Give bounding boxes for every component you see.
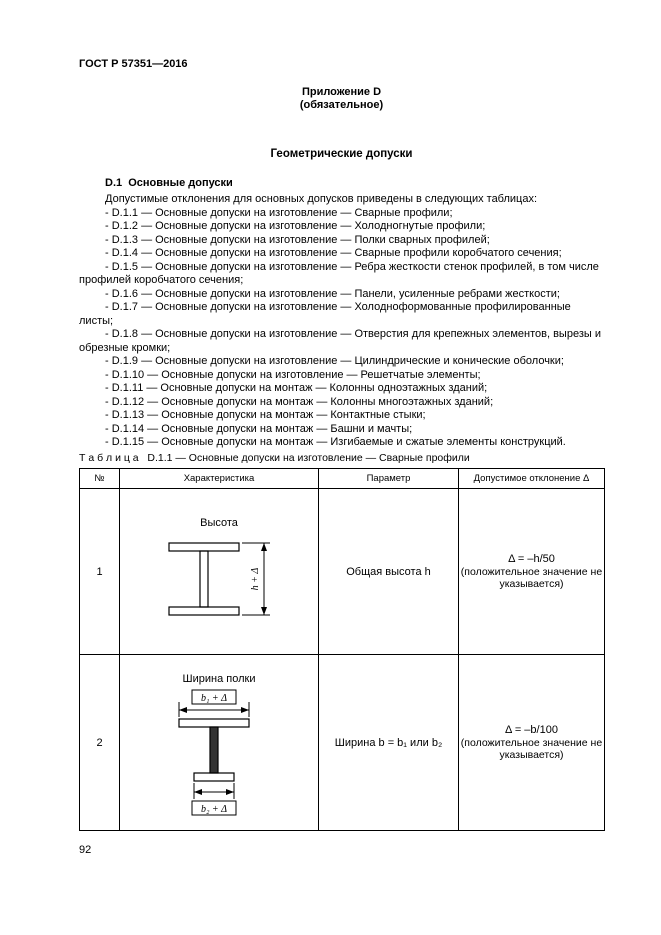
b1-dim-label: b₁ + Δ bbox=[201, 693, 227, 704]
dim-arrow-left bbox=[179, 707, 187, 713]
table-row: 2 Ширина полки bbox=[79, 654, 605, 831]
top-flange bbox=[178, 718, 250, 728]
list-item: - D.1.11 — Основные допуски на монтаж — … bbox=[105, 382, 488, 394]
header-parameter: Параметр bbox=[318, 468, 459, 489]
ibeam-width-diagram: b₁ + Δ b₂ + Δ bbox=[178, 689, 250, 816]
list-item: - D.1.5 — Основные допуски на изготовлен… bbox=[79, 260, 599, 287]
dim-arrow-left bbox=[194, 789, 202, 795]
list-item: - D.1.2 — Основные допуски на изготовлен… bbox=[105, 220, 486, 232]
list-item: - D.1.12 — Основные допуски на монтаж — … bbox=[105, 395, 494, 408]
dim-arrow-up bbox=[261, 543, 267, 551]
cell-num: 1 bbox=[79, 488, 120, 655]
cell-characteristic: Ширина полки bbox=[119, 654, 319, 831]
list-item: - D.1.10 — Основные допуски на изготовле… bbox=[105, 368, 481, 381]
list-item: - D.1.14 — Основные допуски на монтаж — … bbox=[105, 422, 413, 435]
doc-number: ГОСТ Р 57351—2016 bbox=[79, 58, 188, 70]
appendix-heading: Приложение D (обязательное) bbox=[79, 86, 604, 112]
bottom-flange bbox=[168, 606, 240, 616]
cell-num: 2 bbox=[79, 654, 120, 831]
web bbox=[199, 550, 209, 608]
body-text: Допустимые отклонения для основных допус… bbox=[79, 193, 604, 450]
ibeam-height-diagram: h + Δ bbox=[168, 542, 270, 616]
cell-tolerance: Δ = –b/100 (положительное значение не ук… bbox=[458, 654, 605, 831]
height-dim-label: h + Δ bbox=[250, 568, 261, 591]
table-row: 1 Высота bbox=[79, 488, 605, 655]
table-header-row: № Характеристика Параметр Допустимое отк… bbox=[79, 468, 605, 489]
list-item: - D.1.7 — Основные допуски на изготовлен… bbox=[79, 301, 571, 327]
characteristic-label: Ширина полки bbox=[182, 673, 256, 685]
tolerance-table: № Характеристика Параметр Допустимое отк… bbox=[79, 468, 605, 831]
header-num: № bbox=[79, 468, 120, 489]
tolerance-note: (положительное значение не указывается) bbox=[460, 565, 603, 591]
b2-label-box bbox=[191, 800, 237, 816]
top-flange bbox=[168, 542, 240, 552]
list-item: - D.1.1 — Основные допуски на изготовлен… bbox=[105, 206, 453, 219]
cell-parameter: Общая высота h bbox=[318, 488, 459, 655]
b2-dim-label: b₂ + Δ bbox=[201, 804, 227, 815]
list-item: - D.1.8 — Основные допуски на изготовлен… bbox=[79, 328, 601, 354]
list-item: - D.1.3 — Основные допуски на изготовлен… bbox=[105, 233, 490, 246]
web bbox=[209, 726, 219, 774]
dim-arrow-right bbox=[226, 789, 234, 795]
list-item: - D.1.4 — Основные допуски на изготовлен… bbox=[105, 247, 562, 259]
b1-label-box bbox=[191, 689, 237, 705]
intro-paragraph: Допустимые отклонения для основных допус… bbox=[105, 193, 538, 205]
subsection-title: D.1 Основные допуски bbox=[105, 177, 233, 189]
tolerance-formula: Δ = –h/50 bbox=[508, 552, 555, 565]
tolerance-note: (положительное значение не указывается) bbox=[460, 736, 603, 762]
appendix-title: Приложение D bbox=[301, 86, 382, 98]
header-tolerance: Допустимое отклонение Δ bbox=[458, 468, 605, 489]
page-number: 92 bbox=[79, 844, 92, 856]
characteristic-label: Высота bbox=[200, 517, 238, 529]
list-item: - D.1.9 — Основные допуски на изготовлен… bbox=[105, 355, 564, 367]
cell-tolerance: Δ = –h/50 (положительное значение не ука… bbox=[458, 488, 605, 655]
tolerance-formula: Δ = –b/100 bbox=[505, 723, 558, 736]
list-item: - D.1.6 — Основные допуски на изготовлен… bbox=[105, 287, 560, 300]
table-caption: Т а б л и ц а D.1.1 — Основные допуски н… bbox=[79, 452, 470, 464]
cell-parameter: Ширина b = b₁ или b₂ bbox=[318, 654, 459, 831]
bottom-flange bbox=[193, 772, 235, 782]
page-title: Геометрические допуски bbox=[270, 148, 413, 160]
dim-arrow-right bbox=[241, 707, 249, 713]
dim-arrow-down bbox=[261, 607, 267, 615]
appendix-subtitle: (обязательное) bbox=[299, 99, 384, 111]
header-characteristic: Характеристика bbox=[119, 468, 319, 489]
list-item: - D.1.15 — Основные допуски на монтаж — … bbox=[105, 436, 566, 448]
cell-characteristic: Высота h bbox=[119, 488, 319, 655]
list-item: - D.1.13 — Основные допуски на монтаж — … bbox=[105, 409, 426, 421]
